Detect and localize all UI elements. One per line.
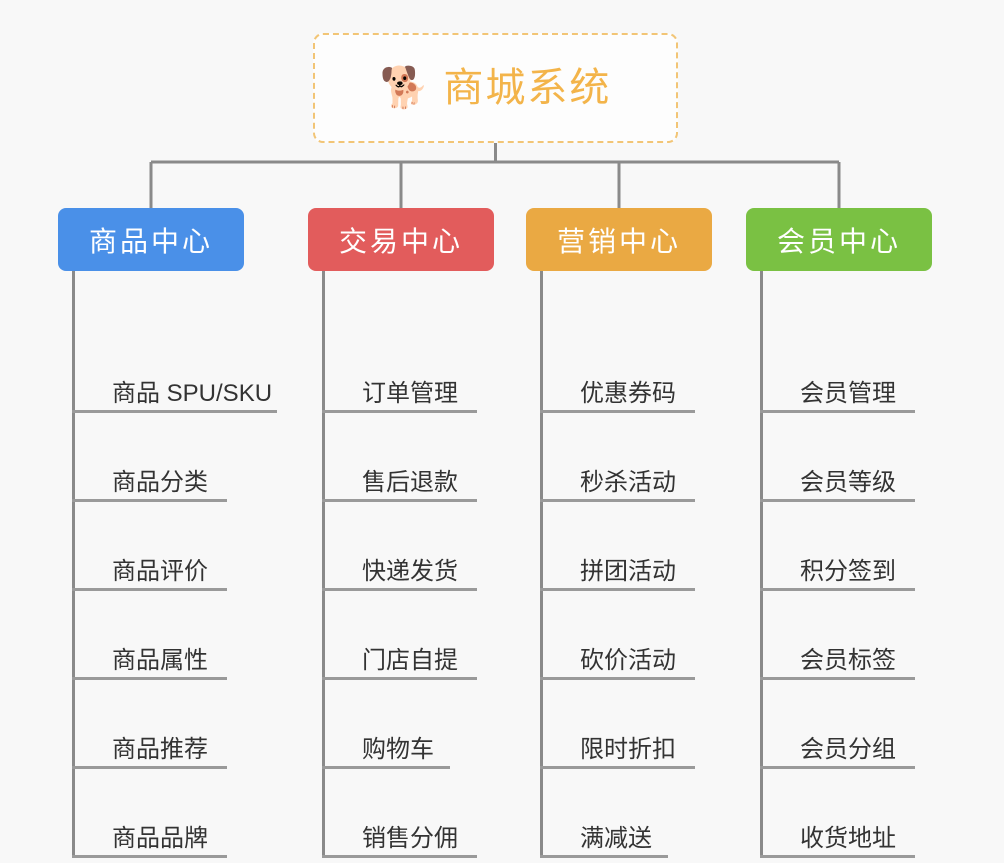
leaf-item-rule — [540, 855, 668, 858]
root-node-content: 🐕 商城系统 — [380, 68, 612, 108]
root-node[interactable]: 🐕 商城系统 — [313, 33, 678, 143]
leaf-item[interactable]: 快递发货 — [322, 560, 477, 591]
leaf-item[interactable]: 商品属性 — [72, 649, 227, 680]
leaf-item-label: 商品属性 — [112, 647, 208, 674]
leaf-item-label: 限时折扣 — [580, 736, 676, 763]
leaf-item[interactable]: 销售分佣 — [322, 827, 477, 858]
leaf-item-rule — [72, 766, 227, 769]
leaf-item[interactable]: 订单管理 — [322, 382, 477, 413]
leaf-item-rule — [540, 766, 695, 769]
leaf-item-rule — [760, 766, 915, 769]
leaf-item[interactable]: 秒杀活动 — [540, 471, 695, 502]
category-header-label: 营销中心 — [556, 225, 681, 257]
leaf-item-rule — [760, 855, 915, 858]
category-column-member-center: 会员中心会员管理会员等级积分签到会员标签会员分组收货地址 — [746, 208, 932, 863]
category-column-product-center: 商品中心商品 SPU/SKU 商品分类商品评价商品属性商品推荐商品品牌 — [58, 208, 277, 863]
column-spine — [760, 271, 763, 857]
leaf-item-rule — [72, 410, 277, 413]
leaf-item[interactable]: 会员等级 — [760, 471, 915, 502]
leaf-item-label: 会员分组 — [800, 736, 896, 763]
leaf-item-rule — [322, 410, 477, 413]
leaf-item-label: 会员管理 — [800, 380, 896, 407]
leaf-item[interactable]: 门店自提 — [322, 649, 477, 680]
leaf-item-rule — [540, 677, 695, 680]
category-items-marketing-center: 优惠券码秒杀活动拼团活动砍价活动限时折扣满减送 — [526, 271, 712, 863]
leaf-item-rule — [322, 855, 477, 858]
category-header-trade-center[interactable]: 交易中心 — [308, 208, 494, 271]
leaf-item-rule — [322, 677, 477, 680]
category-items-product-center: 商品 SPU/SKU 商品分类商品评价商品属性商品推荐商品品牌 — [58, 271, 277, 863]
leaf-item[interactable]: 商品 SPU/SKU — [72, 382, 277, 413]
leaf-item-label: 商品品牌 — [112, 825, 208, 852]
leaf-item[interactable]: 商品评价 — [72, 560, 227, 591]
leaf-item-rule — [322, 588, 477, 591]
leaf-item-label: 商品分类 — [112, 469, 208, 496]
leaf-item-label: 售后退款 — [362, 469, 458, 496]
leaf-item-label: 购物车 — [362, 736, 434, 763]
leaf-item[interactable]: 商品分类 — [72, 471, 227, 502]
leaf-item-rule — [540, 410, 695, 413]
leaf-item-label: 秒杀活动 — [580, 469, 676, 496]
leaf-item-rule — [540, 588, 695, 591]
leaf-item-label: 商品 SPU/SKU — [112, 380, 273, 407]
leaf-item-label: 销售分佣 — [362, 825, 458, 852]
column-spine — [72, 271, 75, 857]
leaf-item-rule — [72, 677, 227, 680]
leaf-item-label: 商品推荐 — [112, 736, 208, 763]
category-header-member-center[interactable]: 会员中心 — [746, 208, 932, 271]
leaf-item-rule — [72, 499, 227, 502]
category-items-trade-center: 订单管理售后退款快递发货门店自提购物车销售分佣 — [308, 271, 494, 863]
column-spine — [322, 271, 325, 857]
category-header-marketing-center[interactable]: 营销中心 — [526, 208, 712, 271]
leaf-item-label: 订单管理 — [362, 380, 458, 407]
shiba-dog-face-icon: 🐕 — [379, 66, 430, 110]
column-spine — [540, 271, 543, 857]
category-header-label: 会员中心 — [776, 225, 901, 257]
leaf-item-label: 商品评价 — [112, 558, 208, 585]
leaf-item-label: 砍价活动 — [580, 647, 676, 674]
leaf-item-rule — [72, 588, 227, 591]
category-header-label: 商品中心 — [88, 225, 213, 257]
leaf-item[interactable]: 会员管理 — [760, 382, 915, 413]
leaf-item[interactable]: 商品品牌 — [72, 827, 227, 858]
leaf-item-label: 快递发货 — [362, 558, 458, 585]
category-header-product-center[interactable]: 商品中心 — [58, 208, 244, 271]
leaf-item[interactable]: 会员分组 — [760, 738, 915, 769]
category-items-member-center: 会员管理会员等级积分签到会员标签会员分组收货地址 — [746, 271, 932, 863]
category-column-trade-center: 交易中心订单管理售后退款快递发货门店自提购物车销售分佣 — [308, 208, 494, 863]
leaf-item-label: 优惠券码 — [580, 380, 676, 407]
leaf-item-rule — [322, 499, 477, 502]
leaf-item[interactable]: 拼团活动 — [540, 560, 695, 591]
leaf-item[interactable]: 砍价活动 — [540, 649, 695, 680]
category-header-label: 交易中心 — [338, 225, 463, 257]
leaf-item-label: 拼团活动 — [580, 558, 676, 585]
leaf-item[interactable]: 满减送 — [540, 827, 668, 858]
root-node-label: 商城系统 — [443, 66, 612, 110]
leaf-item-label: 门店自提 — [362, 647, 458, 674]
leaf-item-label: 满减送 — [580, 825, 652, 852]
leaf-item-label: 会员等级 — [800, 469, 896, 496]
leaf-item-rule — [760, 410, 915, 413]
leaf-item[interactable]: 会员标签 — [760, 649, 915, 680]
leaf-item-rule — [540, 499, 695, 502]
category-column-marketing-center: 营销中心优惠券码秒杀活动拼团活动砍价活动限时折扣满减送 — [526, 208, 712, 863]
leaf-item[interactable]: 优惠券码 — [540, 382, 695, 413]
leaf-item[interactable]: 积分签到 — [760, 560, 915, 591]
leaf-item[interactable]: 售后退款 — [322, 471, 477, 502]
leaf-item-rule — [760, 588, 915, 591]
leaf-item-label: 收货地址 — [800, 825, 896, 852]
leaf-item-rule — [760, 677, 915, 680]
leaf-item-rule — [760, 499, 915, 502]
leaf-item-rule — [322, 766, 450, 769]
leaf-item-rule — [72, 855, 227, 858]
leaf-item[interactable]: 购物车 — [322, 738, 450, 769]
diagram-canvas: 🐕 商城系统 商品中心商品 SPU/SKU 商品分类商品评价商品属性商品推荐商品品… — [58, 33, 932, 858]
leaf-item-label: 会员标签 — [800, 647, 896, 674]
leaf-item[interactable]: 限时折扣 — [540, 738, 695, 769]
leaf-item[interactable]: 收货地址 — [760, 827, 915, 858]
leaf-item-label: 积分签到 — [800, 558, 896, 585]
leaf-item[interactable]: 商品推荐 — [72, 738, 227, 769]
